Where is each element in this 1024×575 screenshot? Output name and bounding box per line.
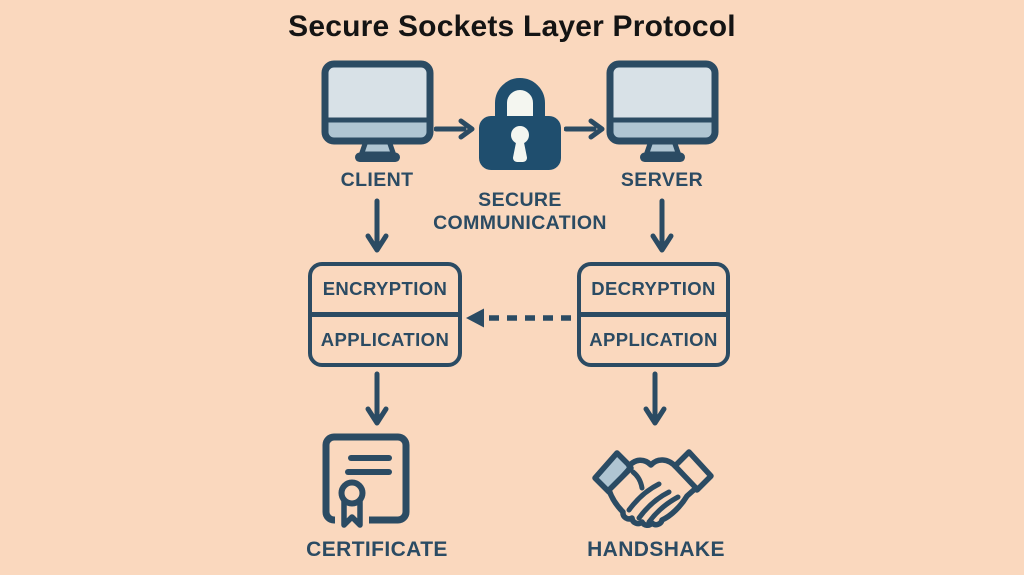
arrow-client-to-lock-icon: [434, 118, 475, 140]
secure-communication-line1: SECURE: [478, 189, 562, 211]
encryption-cell: ENCRYPTION: [322, 278, 448, 300]
padlock-icon: [479, 78, 561, 170]
arrow-encryption-down-icon: [365, 371, 389, 426]
decryption-cell: DECRYPTION: [591, 278, 716, 300]
client-monitor-icon: [321, 60, 434, 162]
server-monitor-icon: [606, 60, 719, 162]
arrow-client-down-icon: [365, 198, 389, 253]
box-divider: [312, 312, 458, 317]
handshake-label: HANDSHAKE: [587, 538, 725, 561]
arrow-server-down-icon: [650, 198, 674, 253]
arrow-decryption-down-icon: [643, 371, 667, 426]
dashed-arrow-decryption-to-encryption-icon: [466, 308, 571, 328]
server-label: SERVER: [620, 169, 704, 191]
secure-communication-line2: COMMUNICATION: [433, 212, 607, 234]
decryption-application-box: DECRYPTION APPLICATION: [577, 262, 730, 367]
box-divider: [581, 312, 726, 317]
certificate-icon: [322, 433, 410, 530]
certificate-label: CERTIFICATE: [306, 538, 448, 561]
application-cell-right: APPLICATION: [589, 328, 718, 350]
arrow-lock-to-server-icon: [564, 118, 605, 140]
handshake-icon: [592, 449, 714, 528]
encryption-application-box: ENCRYPTION APPLICATION: [308, 262, 462, 367]
secure-communication-label: SECURE COMMUNICATION: [415, 189, 625, 235]
client-label: CLIENT: [340, 169, 414, 191]
page-title: Secure Sockets Layer Protocol: [288, 10, 736, 43]
application-cell-left: APPLICATION: [320, 328, 450, 350]
